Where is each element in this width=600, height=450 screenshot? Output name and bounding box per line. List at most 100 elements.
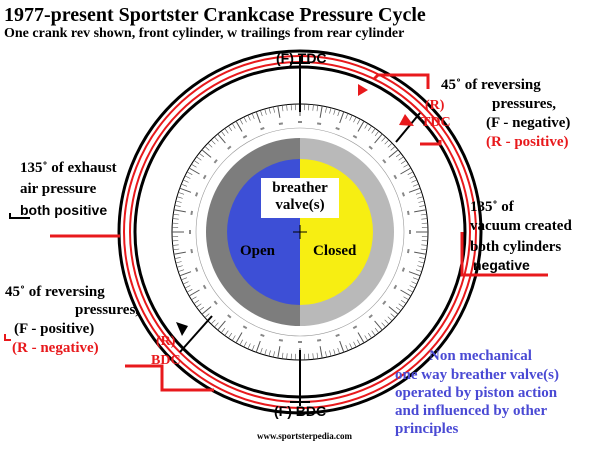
dial-number-mark: [260, 333, 265, 338]
dial-tick: [217, 320, 226, 331]
dial-number-mark: [202, 284, 207, 290]
dial-tick: [349, 343, 353, 350]
valve-title-line-2: valve(s): [275, 197, 325, 213]
dial-tick: [174, 205, 181, 207]
dial-tick: [325, 351, 327, 358]
dial-tick: [411, 281, 418, 285]
dial-tick: [247, 343, 251, 350]
right-note-pointer: [460, 232, 548, 277]
dial-tick: [173, 213, 180, 216]
top-arrowhead: [399, 114, 414, 126]
dial-tick: [224, 330, 229, 336]
right-note-3: both cylinders: [470, 239, 562, 255]
dial-tick: [173, 251, 186, 255]
bottom-right-note-5: principles: [395, 421, 459, 437]
page-subtitle: One crank rev shown, front cylinder, w t…: [4, 26, 405, 41]
dial-tick: [400, 167, 412, 175]
dial-tick: [260, 110, 263, 117]
valve-title: breather valve(s): [0, 181, 600, 213]
dial-number-mark: [368, 314, 373, 319]
dial-tick: [388, 149, 399, 158]
dial-tick: [243, 116, 247, 123]
dial-tick: [251, 344, 255, 351]
dial-tick: [414, 209, 427, 213]
dial-tick: [384, 319, 390, 325]
front-bdc-label: (F) BDC: [274, 403, 327, 419]
dial-tick: [312, 104, 314, 111]
dial-tick: [188, 289, 200, 297]
top-ring-arrow: [358, 84, 368, 96]
dial-number-mark: [401, 267, 406, 272]
dial-tick: [214, 136, 219, 142]
dial-number-mark: [409, 230, 411, 234]
dial-tick: [345, 344, 349, 351]
dial-tick: [420, 248, 427, 251]
dial-number-mark: [335, 333, 340, 338]
dial-tick: [239, 339, 243, 346]
bottom-right-note-2: one way breather valve(s): [395, 367, 560, 383]
dial-tick: [175, 200, 182, 203]
dial-tick: [193, 160, 200, 165]
bottom-right-note-4: and influenced by other: [395, 403, 548, 419]
top-right-note-1: 45˚ of reversing: [441, 77, 541, 93]
dial-tick: [286, 353, 288, 360]
dial-tick: [418, 261, 425, 264]
dial-tick: [277, 105, 281, 118]
dial-number-mark: [260, 126, 265, 131]
dial-tick: [235, 332, 243, 344]
dial-tick: [243, 341, 247, 348]
dial-tick: [414, 251, 427, 255]
dial-tick: [235, 120, 243, 132]
valve-title-line-1: breather: [272, 180, 328, 196]
left-note-underline-black: [9, 213, 30, 219]
bottom-left-pointer: [125, 364, 214, 392]
dial-tick: [319, 105, 323, 118]
dial-tick: [325, 106, 327, 113]
dial-tick: [186, 171, 193, 175]
dial-number-mark: [213, 300, 218, 305]
dial-tick: [231, 123, 236, 129]
dial-number-mark: [393, 174, 398, 180]
dial-tick: [217, 133, 226, 144]
dial-tick: [384, 139, 390, 145]
dial-tick: [333, 108, 336, 115]
dial-tick: [400, 289, 412, 297]
dial-number-mark: [189, 230, 191, 234]
dial-tick: [409, 175, 416, 179]
outer-black-ring: [117, 49, 483, 415]
dial-tick: [381, 322, 386, 328]
dial-tick: [260, 347, 263, 354]
dial-tick: [349, 114, 353, 121]
rear-tdc-label-1: (R): [425, 98, 445, 113]
dial-tick: [173, 209, 186, 213]
dial-tick: [353, 116, 357, 123]
dial-number-mark: [194, 192, 199, 197]
dial-tick: [264, 108, 267, 115]
dial-tick: [407, 289, 414, 293]
dial-tick: [357, 118, 361, 125]
valve-closed-label: Closed: [313, 243, 357, 259]
dial-tick: [339, 111, 345, 124]
dial-tick: [178, 269, 185, 272]
dial-tick: [281, 105, 284, 112]
dial-inner-band: [195, 127, 405, 337]
bottom-left-note-2: pressures,: [75, 302, 140, 318]
dial-tick: [408, 271, 421, 277]
dial-tick: [220, 130, 226, 137]
front-tdc-label: (F) TDC: [276, 50, 327, 66]
dial-tick: [415, 192, 422, 195]
dial-tick: [191, 163, 197, 168]
right-note-1: 135˚ of: [470, 199, 514, 215]
dial-tick: [388, 306, 399, 315]
degree-dial-ticks: [172, 104, 428, 360]
dial-tick: [387, 142, 393, 148]
dial-tick: [418, 200, 425, 203]
rear-bdc-label-1: (R): [156, 334, 176, 349]
dial-number-mark: [368, 145, 373, 150]
dial-tick: [411, 179, 418, 183]
dial-tick: [421, 244, 428, 246]
dial-tick: [403, 163, 409, 168]
dial-tick: [174, 257, 181, 259]
dial-tick: [172, 218, 179, 220]
